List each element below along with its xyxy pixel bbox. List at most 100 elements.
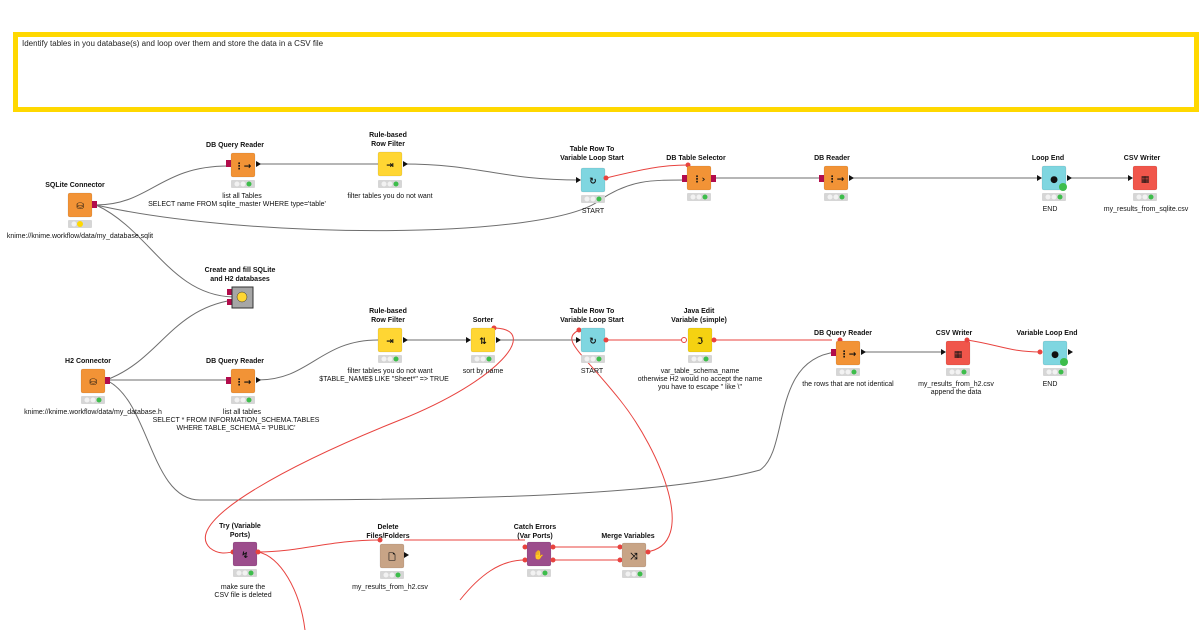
node-icon-box[interactable]: [230, 368, 256, 394]
node-icon-box[interactable]: [377, 151, 403, 177]
variable-output-port-1[interactable]: [550, 544, 556, 550]
status-light-2: [240, 181, 246, 187]
status-light-1: [530, 570, 536, 576]
node-csv-writer-2[interactable]: CSV Writer ▦ my_results_from_h2.csv appe…: [918, 330, 994, 396]
db-input-port[interactable]: [226, 160, 231, 167]
node-title: Try (Variable: [219, 523, 261, 530]
node-label: SELECT name FROM sqlite_master WHERE typ…: [148, 201, 326, 208]
db-output-port[interactable]: [92, 201, 97, 208]
node-icon-box[interactable]: [1132, 165, 1158, 191]
node-icon-box[interactable]: [526, 541, 552, 567]
status-light-1: [84, 397, 90, 403]
data-output-port[interactable]: [403, 337, 408, 343]
variable-input-port[interactable]: [576, 327, 582, 333]
data-output-port[interactable]: [1067, 175, 1072, 181]
node-icon-box[interactable]: [1042, 340, 1068, 366]
db-output-port[interactable]: [711, 175, 716, 182]
annotation-text: Identify tables in you database(s) and l…: [22, 39, 324, 48]
status-light-2: [590, 196, 596, 202]
variable-input-port[interactable]: [681, 337, 687, 343]
varconn-sorter-try: [204, 327, 514, 554]
db-input-port[interactable]: [682, 175, 687, 182]
node-loop-start-1[interactable]: Table Row To Variable Loop Start ↻ START: [560, 146, 624, 215]
node-icon-box[interactable]: [377, 327, 403, 353]
node-loop-start-2[interactable]: Table Row To Variable Loop Start ↻ START: [560, 308, 624, 375]
node-label: START: [582, 208, 605, 215]
loop-end-icon: ●: [1051, 350, 1059, 360]
node-title: Row Filter: [371, 141, 405, 148]
node-db-query-reader-1[interactable]: DB Query Reader ⋮→ list all Tables SELEC…: [148, 142, 326, 208]
db-output-port[interactable]: [105, 377, 110, 384]
node-component[interactable]: Create and fill SQLite and H2 databases: [205, 267, 276, 309]
status-light-1: [625, 571, 631, 577]
data-output-port[interactable]: [256, 377, 261, 383]
variable-input-port-1[interactable]: [522, 544, 528, 550]
variable-output-port[interactable]: [645, 549, 651, 555]
variable-output-port[interactable]: [603, 337, 609, 343]
db-input-port[interactable]: [227, 289, 232, 295]
conn-rulefilter-loopstart: [402, 163, 581, 181]
db-input-port[interactable]: [831, 349, 836, 356]
node-icon-box[interactable]: [1041, 165, 1067, 191]
db-table-icon: ⋮›: [693, 175, 706, 185]
node-label: list all Tables: [222, 193, 262, 200]
data-input-port[interactable]: [1037, 175, 1042, 181]
node-db-query-reader-2[interactable]: DB Query Reader ⋮→ list all tables SELEC…: [153, 358, 320, 432]
variable-input-port-2[interactable]: [522, 557, 528, 563]
node-icon-box[interactable]: [470, 327, 496, 353]
db-input-port[interactable]: [819, 175, 824, 182]
variable-output-port[interactable]: [255, 549, 261, 555]
data-input-port[interactable]: [941, 349, 946, 355]
data-input-port[interactable]: [576, 337, 581, 343]
node-merge-variables[interactable]: Merge Variables ⤨: [601, 533, 655, 578]
node-label: you have to escape " like \": [658, 384, 742, 391]
data-output-port[interactable]: [404, 552, 409, 558]
node-icon-box[interactable]: [823, 165, 849, 191]
data-output-port[interactable]: [256, 161, 261, 167]
node-catch-errors[interactable]: Catch Errors (Var Ports) ✋: [514, 524, 557, 577]
node-delete-files[interactable]: Delete Files/Folders 🗋 my_results_from_h…: [352, 524, 428, 591]
node-db-reader[interactable]: DB Reader ⋮→: [814, 155, 854, 201]
data-output-port[interactable]: [496, 337, 501, 343]
db-input-port[interactable]: [226, 377, 231, 384]
variable-output-port[interactable]: [711, 337, 717, 343]
data-input-port[interactable]: [1128, 175, 1133, 181]
variable-output-port[interactable]: [964, 337, 970, 343]
node-variable-loop-end[interactable]: Variable Loop End ● END: [1016, 330, 1077, 388]
node-csv-writer-1[interactable]: CSV Writer ▦ my_results_from_sqlite.csv: [1104, 155, 1189, 213]
workflow-annotation[interactable]: Identify tables in you database(s) and l…: [13, 32, 1199, 112]
node-db-query-reader-3[interactable]: DB Query Reader ⋮→ the rows that are not…: [802, 330, 894, 388]
data-output-port[interactable]: [403, 161, 408, 167]
node-title: Variable Loop Start: [560, 155, 624, 162]
data-input-port[interactable]: [576, 177, 581, 183]
node-icon-box[interactable]: [835, 340, 861, 366]
node-sqlite-connector[interactable]: SQLite Connector ⛁ knime://knime.workflo…: [7, 182, 153, 240]
data-output-port[interactable]: [1068, 349, 1073, 355]
node-rule-filter-2[interactable]: Rule-based Row Filter ⇥ filter tables yo…: [319, 308, 449, 383]
variable-input-port-1[interactable]: [617, 544, 623, 550]
variable-input-port[interactable]: [377, 537, 383, 543]
data-output-port[interactable]: [861, 349, 866, 355]
node-icon-box[interactable]: [621, 542, 647, 568]
loop-arrow-icon: [1060, 358, 1068, 366]
variable-output-port-2[interactable]: [550, 557, 556, 563]
node-h2-connector[interactable]: H2 Connector ⛁ knime://knime.workflow/da…: [24, 358, 162, 416]
node-rule-filter-1[interactable]: Rule-based Row Filter ⇥ filter tables yo…: [347, 132, 432, 200]
node-icon-box[interactable]: [230, 152, 256, 178]
variable-output-port[interactable]: [603, 175, 609, 181]
data-output-port[interactable]: [849, 175, 854, 181]
variable-input-port[interactable]: [1037, 349, 1043, 355]
node-java-edit-variable[interactable]: Java Edit Variable (simple) ℑ var_table_…: [638, 308, 763, 391]
try-icon: ↯: [241, 551, 249, 561]
status-light-2: [696, 194, 702, 200]
variable-input-port-2[interactable]: [617, 557, 623, 563]
node-try-variable-ports[interactable]: Try (Variable Ports) ↯ make sure the CSV…: [214, 523, 271, 599]
node-db-table-selector[interactable]: DB Table Selector ⋮›: [666, 155, 726, 201]
data-input-port[interactable]: [466, 337, 471, 343]
node-loop-end-1[interactable]: Loop End ● END: [1032, 155, 1072, 213]
row-filter-icon: ⇥: [386, 337, 394, 347]
node-sorter[interactable]: Sorter ⇅ sort by name: [463, 317, 504, 375]
node-icon-box[interactable]: [945, 340, 971, 366]
db-input-port-2[interactable]: [227, 299, 232, 305]
